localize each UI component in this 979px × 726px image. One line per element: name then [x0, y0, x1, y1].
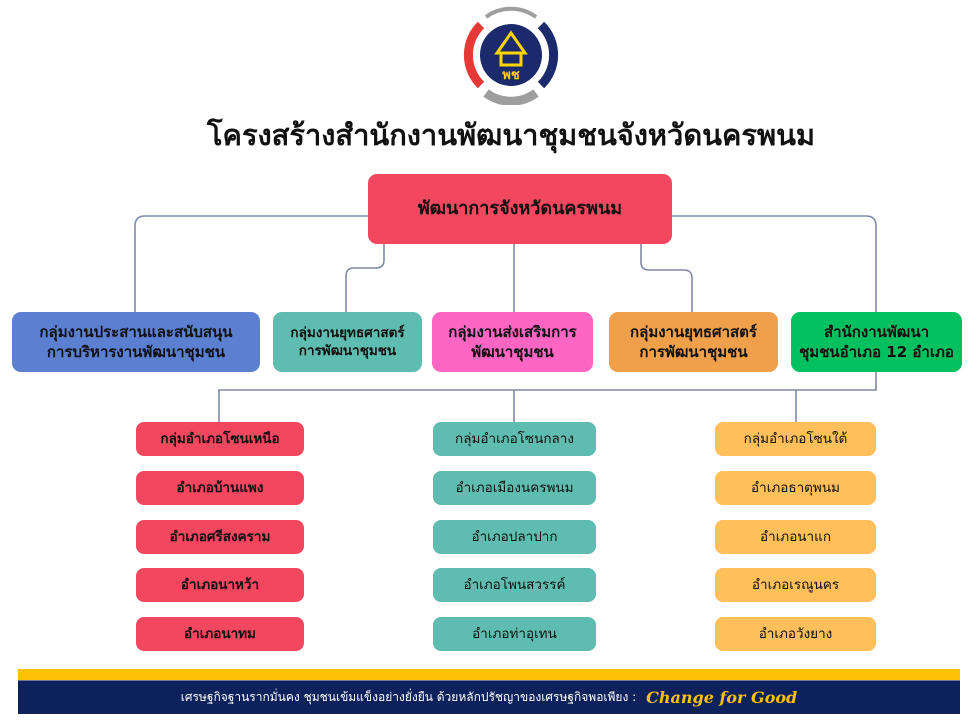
zone-north-header: กลุ่มอำเภอโซนเหนือ: [136, 422, 304, 456]
group-strategy: กลุ่มงานยุทธศาสตร์การพัฒนาชุมชน: [273, 312, 422, 372]
group-strategy-2: กลุ่มงานยุทธศาสตร์การพัฒนาชุมชน: [609, 312, 778, 372]
district-item: อำเภอวังยาง: [715, 617, 876, 651]
group-label: พัฒนาชุมชน: [471, 343, 554, 361]
group-label: ชุมชนอำเภอ 12 อำเภอ: [799, 343, 954, 361]
group-district-offices: สำนักงานพัฒนาชุมชนอำเภอ 12 อำเภอ: [791, 312, 962, 372]
district-item: อำเภอเมืองนครพนม: [433, 471, 596, 505]
district-item: อำเภอเรณูนคร: [715, 568, 876, 602]
group-label: การพัฒนาชุมชน: [298, 343, 397, 359]
group-label: กลุ่มงานยุทธศาสตร์: [630, 322, 757, 341]
group-label: การบริหารงานพัฒนาชุมชน: [46, 343, 226, 361]
district-item: อำเภอนาแก: [715, 520, 876, 554]
district-item: อำเภอบ้านแพง: [136, 471, 304, 505]
top-node-provincial-director: พัฒนาการจังหวัดนครพนม: [368, 174, 672, 244]
district-item: อำเภอปลาปาก: [433, 520, 596, 554]
page-title: โครงสร้างสำนักงานพัฒนาชุมชนจังหวัดนครพนม: [206, 118, 816, 152]
district-item: อำเภอธาตุพนม: [715, 471, 876, 505]
logo-text: พช: [502, 68, 520, 83]
footer-slogan: Change for Good: [646, 688, 798, 707]
district-item: อำเภอท่าอุเทน: [433, 617, 596, 651]
group-label: สำนักงานพัฒนา: [823, 322, 929, 341]
district-item: อำเภอนาหว้า: [136, 568, 304, 602]
group-admin-support: กลุ่มงานประสานและสนับสนุนการบริหารงานพัฒ…: [12, 312, 260, 372]
footer-motto: เศรษฐกิจฐานรากมั่นคง ชุมชนเข้มแข็งอย่างย…: [180, 690, 637, 704]
zone-central-header: กลุ่มอำเภอโซนกลาง: [433, 422, 596, 456]
footer-banner: เศรษฐกิจฐานรากมั่นคง ชุมชนเข้มแข็งอย่างย…: [18, 680, 960, 714]
group-promotion: กลุ่มงานส่งเสริมการพัฒนาชุมชน: [432, 312, 593, 372]
footer-accent-bar: [18, 669, 960, 680]
district-item: อำเภอโพนสวรรค์: [433, 568, 596, 602]
zone-south-header: กลุ่มอำเภอโซนใต้: [715, 422, 876, 456]
district-item: อำเภอศรีสงคราม: [136, 520, 304, 554]
organization-logo: พช: [463, 6, 559, 105]
group-label: การพัฒนาชุมชน: [639, 343, 748, 361]
group-label: กลุ่มงานยุทธศาสตร์: [290, 324, 405, 341]
group-label: กลุ่มงานประสานและสนับสนุน: [39, 322, 233, 341]
district-item: อำเภอนาทม: [136, 617, 304, 651]
group-label: กลุ่มงานส่งเสริมการ: [448, 322, 577, 341]
